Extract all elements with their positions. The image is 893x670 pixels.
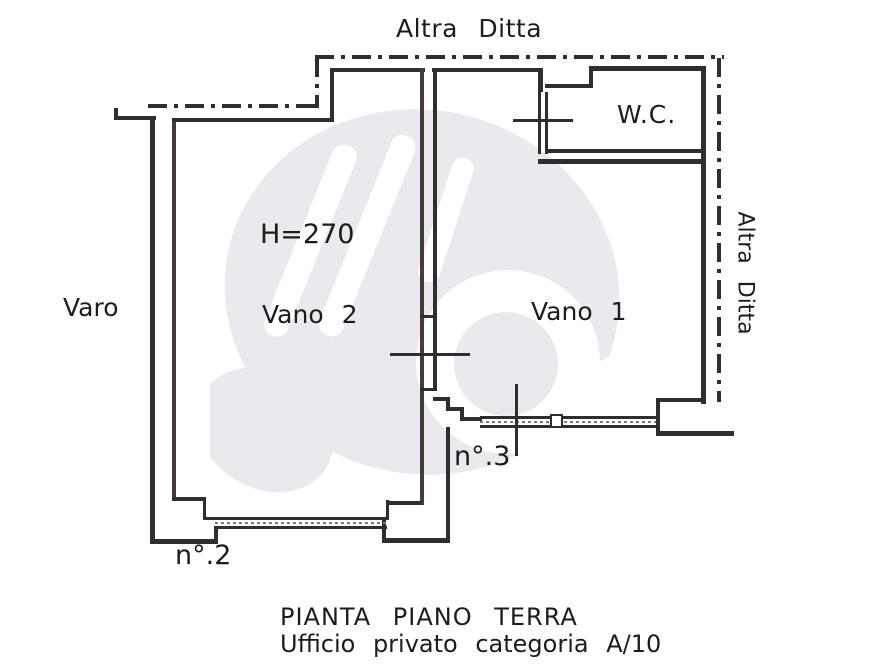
sill3-hatch [480, 421, 658, 423]
wall-lower-right [446, 427, 450, 540]
step-1h [433, 397, 450, 401]
pillar2-outer-v [382, 520, 386, 542]
plan-title-line1: PIANTA PIANO TERRA [280, 603, 578, 631]
step-1v [446, 397, 450, 410]
wall-wc-bottom-outer [538, 159, 704, 164]
wall-centre-cap2 [420, 388, 437, 391]
label-altra-ditta-right: Altra Ditta [732, 211, 758, 335]
boundary-line-top-left [148, 104, 318, 108]
step-2h [446, 407, 464, 411]
sill2-hatch [215, 522, 387, 524]
label-room-wc: W.C. [617, 100, 677, 129]
centre-door-swing-line [390, 353, 470, 356]
label-varo: Varo [63, 293, 119, 322]
label-opening-n3: n°.3 [454, 441, 511, 472]
label-room-vano2: Vano 2 [262, 300, 358, 329]
wall-left-inner-step-h2 [203, 517, 217, 520]
wall-centre-right-upper [433, 68, 437, 316]
boundary-line-right [717, 58, 721, 402]
wall-left-outer-jamb [214, 526, 218, 544]
wall-top-vano2 [172, 118, 334, 122]
sill3-top [480, 416, 658, 419]
wall-v1-step-h [656, 398, 706, 402]
boundary-line-top-jog [315, 58, 319, 108]
wall-wc-jamb-left [538, 92, 541, 154]
wc-door-swing-line [513, 119, 573, 122]
door3-swing-line [515, 384, 518, 456]
wall-top-jog [330, 68, 334, 122]
wall-left-outer [150, 116, 155, 544]
wall-wc-top [545, 84, 593, 88]
wall-centre-cap1 [420, 315, 437, 318]
sill2-top [215, 517, 387, 520]
wall-v1-step-v [656, 398, 660, 436]
plan-title-line2: Ufficio privato categoria A/10 [280, 630, 662, 658]
wall-centre-left [420, 68, 424, 505]
sill3-hinge-box [550, 414, 563, 428]
wall-top-c [589, 66, 706, 71]
label-altra-ditta-top: Altra Ditta [396, 14, 543, 43]
wall-top-b [432, 68, 542, 72]
wall-left-outer-bottom [150, 539, 218, 544]
wall-lower-left-h [388, 501, 422, 505]
wall-v1-bottom [656, 431, 734, 436]
sill2-bottom [215, 526, 387, 529]
label-height: H=270 [260, 219, 355, 250]
wall-wc-jamb-right [545, 92, 548, 154]
wall-hook-tick [114, 108, 118, 120]
wall-left-inner-step-h [172, 497, 206, 501]
pillar2-bottom [382, 538, 450, 543]
boundary-line-top [315, 55, 724, 59]
wall-left-inner-step-v [203, 497, 206, 520]
wall-top-a [330, 68, 425, 72]
step-2v [460, 407, 464, 420]
wall-hook [114, 116, 156, 120]
wall-left-inner [172, 120, 176, 500]
wall-wc-door-stub [538, 68, 543, 92]
wall-right [701, 66, 706, 404]
sill3-bottom [480, 425, 658, 428]
label-opening-n2: n°.2 [175, 540, 232, 571]
sill2-right-jamb [386, 500, 389, 520]
wall-wc-bottom-inner [545, 149, 704, 153]
label-room-vano1: Vano 1 [531, 297, 627, 326]
wall-wc-step [589, 68, 593, 88]
step-3h [460, 417, 482, 421]
